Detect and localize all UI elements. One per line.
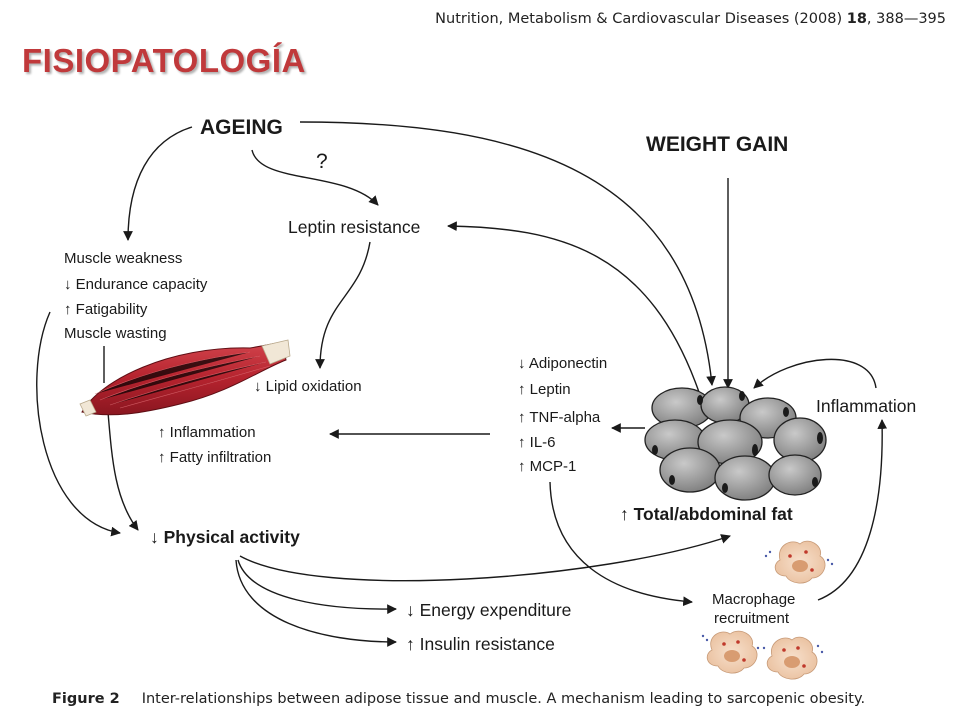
fat-cell-cluster <box>644 386 827 501</box>
node-leptin-resistance: Leptin resistance <box>288 217 421 237</box>
node-muscle-wasting: Muscle wasting <box>64 325 167 342</box>
arrow-fat-to-leptin-resistance <box>447 221 701 396</box>
macrophage-bottom-left <box>701 630 760 674</box>
node-energy-expenditure: ↓ Energy expenditure <box>406 600 572 620</box>
citation: Nutrition, Metabolism & Cardiovascular D… <box>435 11 946 27</box>
arrow-leptin-resistance-to-lipid-oxidation <box>315 241 371 369</box>
node-adiponectin: ↓ Adiponectin <box>518 355 608 372</box>
macrophage-top <box>764 540 834 584</box>
slide-title: FISIOPATOLOGÍA <box>22 42 306 79</box>
node-leptin: ↑ Leptin <box>518 381 571 398</box>
arrow-ageing-to-fat <box>299 121 716 386</box>
node-mcp1: ↑ MCP-1 <box>518 458 577 475</box>
arrow-ageing-to-muscle-weakness <box>123 126 193 241</box>
arrow-physical-activity-to-insulin <box>235 559 397 647</box>
arrow-physical-activity-to-energy <box>237 559 397 615</box>
node-physical-activity: ↓ Physical activity <box>150 527 300 547</box>
node-macrophage-line2: recruitment <box>714 610 790 627</box>
citation-volume: 18 <box>846 11 867 27</box>
node-fatigability: ↑ Fatigability <box>64 301 148 318</box>
citation-journal: Nutrition, Metabolism & Cardiovascular D… <box>435 11 847 27</box>
figure-caption-text: Inter-relationships between adipose tiss… <box>141 691 866 707</box>
node-total-abdominal-fat: ↑ Total/abdominal fat <box>620 504 793 524</box>
arrow-macrophage-to-inflammation <box>817 419 888 601</box>
question-mark: ? <box>316 150 328 173</box>
node-muscle-inflammation: ↑ Inflammation <box>158 424 256 441</box>
arrow-inflammation-to-fat <box>753 358 877 389</box>
node-tnf-alpha: ↑ TNF-alpha <box>518 409 601 426</box>
node-inflammation: Inflammation <box>816 396 917 416</box>
node-endurance-capacity: ↓ Endurance capacity <box>64 276 208 293</box>
arrow-muscle-to-physical-activity <box>107 411 139 531</box>
node-macrophage-line1: Macrophage <box>712 591 796 608</box>
node-lipid-oxidation: ↓ Lipid oxidation <box>254 378 362 395</box>
arrow-fatigability-to-physical-activity <box>36 311 121 537</box>
figure-number: Figure 2 <box>52 691 120 707</box>
node-fatty-infiltration: ↑ Fatty infiltration <box>158 449 272 466</box>
node-il6: ↑ IL-6 <box>518 434 556 451</box>
node-weight-gain: WEIGHT GAIN <box>646 133 789 156</box>
node-insulin-resistance: ↑ Insulin resistance <box>406 634 555 654</box>
citation-pages: , 388—395 <box>866 11 946 27</box>
arrow-physical-activity-to-fat <box>239 534 731 582</box>
fat-cell-nuclei <box>652 391 823 493</box>
node-ageing: AGEING <box>200 116 283 139</box>
node-muscle-weakness: Muscle weakness <box>64 250 183 267</box>
figure-caption: Figure 2 Inter-relationships between adip… <box>52 691 865 707</box>
arrow-mcp1-to-macrophage <box>549 481 693 607</box>
macrophage-bottom-right <box>762 636 824 680</box>
muscle-illustration <box>79 339 291 417</box>
arrow-ageing-to-leptin-resistance <box>251 149 379 206</box>
